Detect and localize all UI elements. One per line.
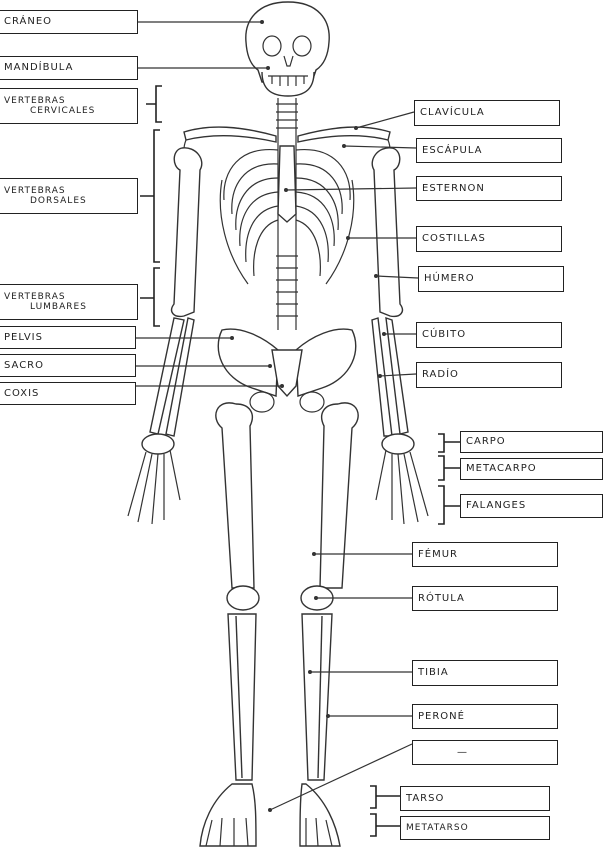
- label-carpo: CARPO: [460, 431, 603, 453]
- label-mandibula: MANDÍBULA: [0, 56, 138, 80]
- label-tibia: TIBIA: [412, 660, 558, 686]
- label-metacarpo: METACARPO: [460, 458, 603, 480]
- label-rotula: RÓTULA: [412, 586, 558, 611]
- label-cubito: CÚBITO: [416, 322, 562, 348]
- label-blank: —: [412, 740, 558, 765]
- label-perone: PERONÉ: [412, 704, 558, 729]
- label-clavicula: CLAVÍCULA: [414, 100, 560, 126]
- label-radio: RADÍO: [416, 362, 562, 388]
- label-humero: HÚMERO: [418, 266, 564, 292]
- legs: [215, 402, 359, 781]
- feet: [199, 783, 341, 847]
- label-coxis: COXIS: [0, 382, 136, 405]
- label-femur: FÉMUR: [412, 542, 558, 567]
- rib-cage: [219, 145, 355, 285]
- label-tarso: TARSO: [400, 786, 550, 811]
- label-escapula: ESCÁPULA: [416, 138, 562, 163]
- vertebrae-brackets: [140, 85, 162, 327]
- left-leader-lines: [136, 20, 284, 388]
- label-sacro: SACRO: [0, 354, 136, 377]
- label-pelvis: PELVIS: [0, 326, 136, 349]
- skull: [245, 1, 330, 97]
- arms: [149, 147, 409, 437]
- hands: [127, 433, 429, 525]
- label-esternon: ESTERNON: [416, 176, 562, 201]
- label-metatarso: METATARSO: [400, 816, 550, 840]
- label-costillas: COSTILLAS: [416, 226, 562, 252]
- label-craneo: CRÁNEO: [0, 10, 138, 34]
- hand-foot-brackets: [370, 433, 460, 837]
- label-falanges: FALANGES: [460, 494, 603, 518]
- right-leader-lines: [268, 111, 419, 812]
- pelvis: [217, 328, 357, 413]
